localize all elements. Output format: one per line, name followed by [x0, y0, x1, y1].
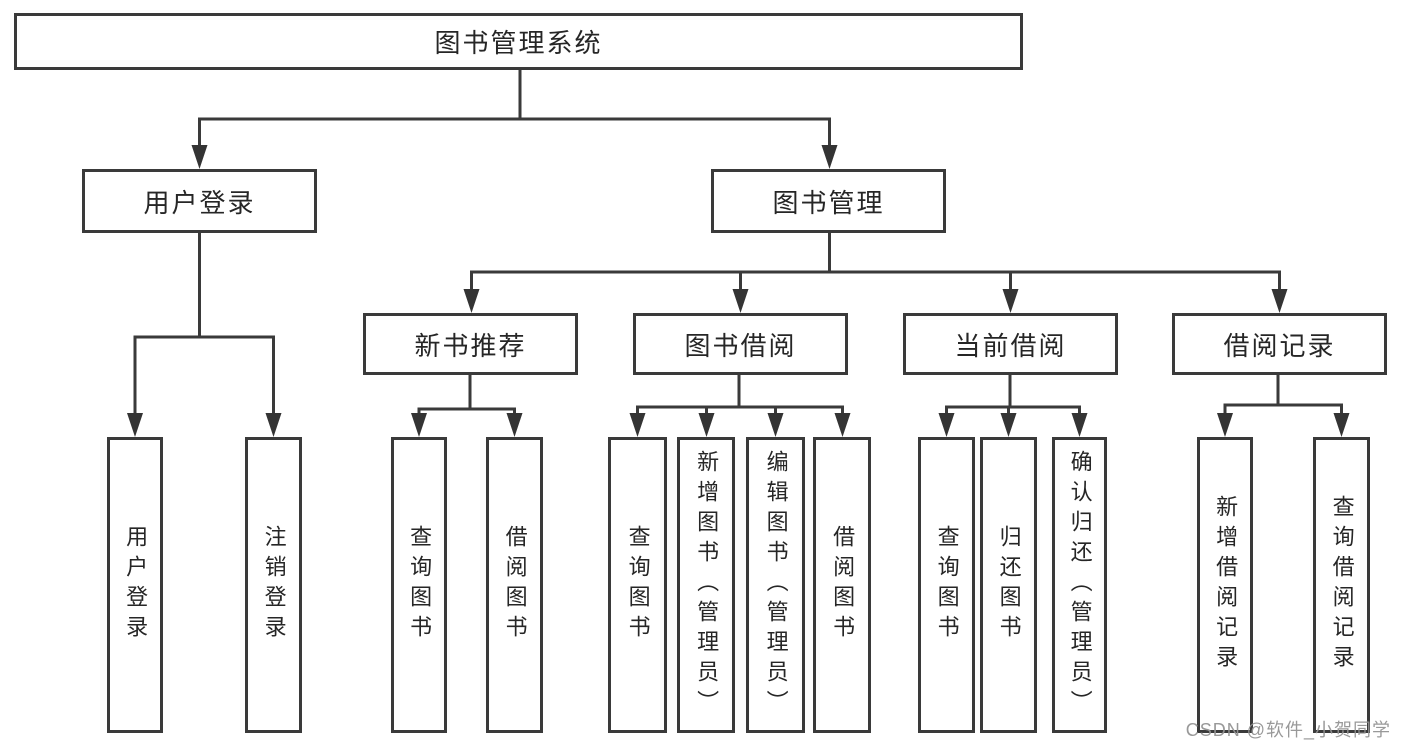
- node-borrowing-records-label: 借阅记录: [1223, 330, 1336, 361]
- node-user-login-label: 用户登录: [143, 187, 256, 218]
- arrowhead: [127, 413, 143, 437]
- arrowhead: [629, 413, 646, 437]
- leaf-return-book: 归还图书: [980, 437, 1037, 733]
- arrowhead: [767, 413, 784, 437]
- node-library-system: 图书管理系统: [14, 13, 1023, 70]
- node-book-borrowing: 图书借阅: [633, 313, 848, 375]
- node-book-management-label: 图书管理: [772, 187, 885, 218]
- leaf-add-book-admin-label: 新增图书（管理员）: [694, 450, 720, 720]
- leaf-borrow-book-recommend-label: 借阅图书: [502, 525, 528, 645]
- connector-current-borrowing-split: [938, 375, 1088, 437]
- leaf-query-book-recommend: 查询图书: [391, 437, 447, 733]
- arrowhead: [1002, 289, 1019, 313]
- leaf-query-borrow-record: 查询借阅记录: [1313, 437, 1370, 733]
- leaf-add-borrow-record-label: 新增借阅记录: [1213, 495, 1239, 675]
- arrowhead: [698, 413, 715, 437]
- watermark: CSDN @软件_小贺同学: [1185, 720, 1391, 740]
- leaf-borrow-book-recommend: 借阅图书: [486, 437, 543, 733]
- arrowhead: [463, 289, 480, 313]
- leaf-edit-book-admin-label: 编辑图书（管理员）: [763, 450, 789, 720]
- leaf-return-book-label: 归还图书: [996, 525, 1022, 645]
- arrowhead: [1071, 413, 1088, 437]
- arrowhead: [834, 413, 851, 437]
- leaf-user-login-label: 用户登录: [123, 525, 149, 645]
- node-book-management: 图书管理: [711, 169, 946, 233]
- connector-root-split: [191, 70, 838, 169]
- leaf-logout-label: 注销登录: [261, 525, 287, 645]
- node-new-book-recommend: 新书推荐: [363, 313, 578, 375]
- arrowhead: [732, 289, 749, 313]
- leaf-confirm-return-admin-label: 确认归还（管理员）: [1067, 450, 1093, 720]
- leaf-edit-book-admin: 编辑图书（管理员）: [746, 437, 805, 733]
- leaf-logout: 注销登录: [245, 437, 302, 733]
- node-new-book-recommend-label: 新书推荐: [414, 330, 527, 361]
- leaf-query-book-recommend-label: 查询图书: [407, 525, 433, 645]
- connector-new-book-recommend-split: [411, 375, 523, 437]
- leaf-borrow-book-borrowing: 借阅图书: [813, 437, 871, 733]
- arrowhead: [265, 413, 282, 437]
- node-library-system-label: 图书管理系统: [434, 28, 603, 58]
- arrowhead: [821, 145, 838, 169]
- connector-book-borrowing-split: [629, 375, 851, 437]
- node-user-login: 用户登录: [82, 169, 317, 233]
- arrowhead: [1271, 289, 1288, 313]
- connector-borrowing-records-split: [1217, 375, 1350, 437]
- arrowhead: [506, 413, 523, 437]
- leaf-query-book-current-label: 查询图书: [934, 525, 960, 645]
- arrowhead: [1000, 413, 1017, 437]
- arrowhead: [411, 413, 427, 437]
- node-book-borrowing-label: 图书借阅: [684, 330, 797, 361]
- leaf-query-book-borrowing: 查询图书: [608, 437, 667, 733]
- arrowhead: [1217, 413, 1233, 437]
- leaf-query-borrow-record-label: 查询借阅记录: [1329, 495, 1355, 675]
- arrowhead: [191, 145, 208, 169]
- node-current-borrowing: 当前借阅: [903, 313, 1118, 375]
- leaf-query-book-current: 查询图书: [918, 437, 975, 733]
- leaf-query-book-borrowing-label: 查询图书: [625, 525, 651, 645]
- arrowhead: [1333, 413, 1350, 437]
- leaf-add-book-admin: 新增图书（管理员）: [677, 437, 735, 733]
- arrowhead: [938, 413, 955, 437]
- leaf-add-borrow-record: 新增借阅记录: [1197, 437, 1253, 733]
- connector-book-management-split: [463, 233, 1288, 313]
- connector-user-login-split: [127, 233, 282, 437]
- leaf-borrow-book-borrowing-label: 借阅图书: [830, 525, 856, 645]
- leaf-user-login: 用户登录: [107, 437, 163, 733]
- node-borrowing-records: 借阅记录: [1172, 313, 1387, 375]
- node-current-borrowing-label: 当前借阅: [954, 330, 1067, 361]
- leaf-confirm-return-admin: 确认归还（管理员）: [1052, 437, 1107, 733]
